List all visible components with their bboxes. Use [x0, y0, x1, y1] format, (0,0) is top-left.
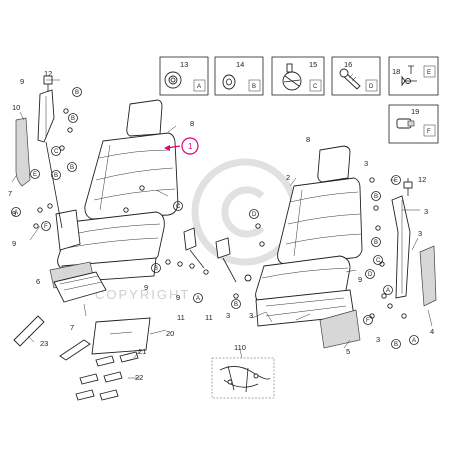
svg-text:C: C [54, 149, 59, 155]
callout-number: 1 [188, 142, 193, 151]
wiring-harness [211, 357, 275, 399]
svg-text:E: E [427, 70, 431, 76]
letter-markers: B B C B B E A F C B A B D D C B B A E F … [11, 87, 419, 349]
label-7: 7 [8, 189, 12, 198]
knob-icon [282, 63, 302, 91]
svg-text:B: B [54, 173, 58, 179]
label-110: 110 [234, 343, 246, 352]
right-seatbelt-assembly [391, 178, 437, 307]
floor-components [13, 315, 151, 401]
right-seat-assembly [251, 145, 363, 349]
grommet-icon [164, 71, 182, 89]
svg-text:B: B [71, 116, 75, 122]
label-11: 11 [177, 313, 185, 322]
label-7: 7 [70, 323, 74, 332]
kit-box-16[interactable]: 16 D [331, 56, 381, 96]
right-side-cover [319, 309, 361, 349]
seat-tray [53, 271, 107, 303]
svg-text:D: D [369, 84, 374, 90]
svg-text:19: 19 [411, 107, 419, 116]
svg-text:D: D [368, 272, 373, 278]
svg-text:14: 14 [236, 60, 244, 69]
label-3: 3 [376, 335, 380, 344]
kit-box-14[interactable]: 14 B [214, 56, 264, 96]
label-4: 4 [430, 327, 434, 336]
label-9: 9 [144, 283, 148, 292]
svg-text:C: C [176, 204, 181, 210]
label-9: 9 [358, 275, 362, 284]
part-number-labels: 12 9 10 7 8 9 9 6 7 9 9 11 11 3 3 20 21 … [8, 69, 434, 382]
svg-text:B: B [70, 165, 74, 171]
center-buckles [183, 227, 252, 283]
svg-text:15: 15 [309, 60, 317, 69]
svg-text:B: B [252, 84, 256, 90]
right-b-pillar-trim [419, 245, 437, 307]
svg-text:C: C [313, 84, 318, 90]
seat-mat [91, 317, 151, 355]
svg-text:B: B [374, 240, 378, 246]
fastener-set-icon [401, 65, 417, 87]
label-3: 3 [364, 159, 368, 168]
svg-text:E: E [394, 178, 398, 184]
kit-box-13[interactable]: 13 A [159, 56, 209, 96]
left-seat-assembly [49, 99, 179, 303]
label-20: 20 [166, 329, 174, 338]
svg-text:B: B [75, 90, 79, 96]
bolt-icon [339, 68, 361, 90]
label-9: 9 [12, 209, 16, 218]
svg-text:13: 13 [180, 60, 188, 69]
label-9: 9 [12, 239, 16, 248]
svg-text:C: C [376, 258, 381, 264]
svg-text:16: 16 [344, 60, 352, 69]
label-3: 3 [249, 311, 253, 320]
kit-box-15[interactable]: 15 C [271, 56, 325, 96]
label-5: 5 [346, 347, 350, 356]
label-9: 9 [176, 293, 180, 302]
svg-text:F: F [366, 318, 370, 324]
svg-text:B: B [154, 266, 158, 272]
label-12: 12 [418, 175, 426, 184]
label-11: 11 [205, 313, 213, 322]
svg-text:F: F [427, 129, 431, 135]
svg-text:A: A [14, 210, 18, 216]
label-21: 21 [138, 347, 146, 356]
label-8: 8 [190, 119, 194, 128]
highlight-callout-1[interactable]: 1 [164, 137, 199, 155]
svg-text:18: 18 [392, 67, 400, 76]
label-3: 3 [418, 229, 422, 238]
label-8: 8 [306, 135, 310, 144]
svg-text:F: F [44, 224, 48, 230]
left-backrest [84, 132, 179, 220]
label-2: 2 [286, 173, 290, 182]
left-b-pillar-trim [15, 117, 31, 187]
fasteners [33, 108, 407, 319]
label-3: 3 [424, 207, 428, 216]
label-12: 12 [44, 69, 52, 78]
svg-text:D: D [252, 212, 257, 218]
left-headrest [126, 99, 163, 137]
label-22: 22 [135, 373, 143, 382]
washer-icon [222, 74, 236, 90]
leader-lines [11, 79, 433, 379]
clip-icon [396, 118, 415, 129]
right-backrest [277, 177, 363, 265]
label-9: 9 [20, 77, 24, 86]
svg-text:A: A [386, 288, 390, 294]
label-23: 23 [40, 339, 48, 348]
label-6: 6 [36, 277, 40, 286]
svg-text:B: B [394, 342, 398, 348]
svg-text:A: A [412, 338, 416, 344]
label-3: 3 [226, 311, 230, 320]
svg-text:A: A [197, 84, 201, 90]
svg-text:A: A [196, 296, 200, 302]
label-10: 10 [12, 103, 20, 112]
svg-text:B: B [234, 302, 238, 308]
svg-text:E: E [33, 172, 37, 178]
kit-box-19[interactable]: 19 F [388, 104, 439, 144]
kit-box-18[interactable]: 18 E [388, 56, 439, 96]
svg-text:B: B [374, 194, 378, 200]
right-headrest [317, 145, 351, 183]
watermark-text: COPYRIGHT [95, 287, 190, 302]
